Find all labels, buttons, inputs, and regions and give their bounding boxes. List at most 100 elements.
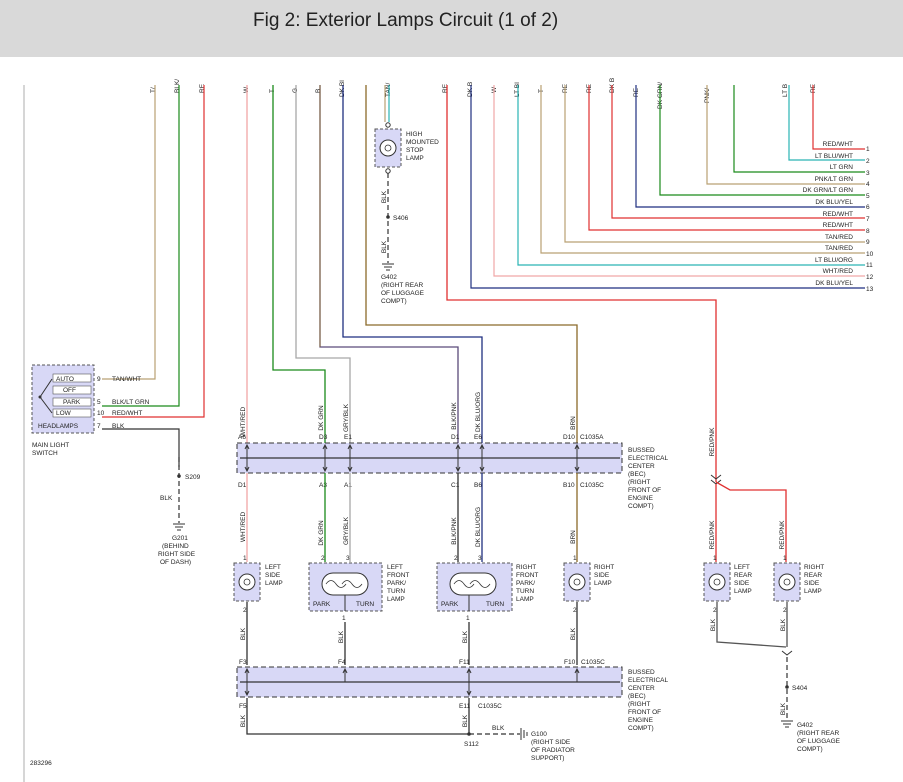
lamp-pin: 1 — [243, 555, 247, 562]
wire-label: BLK — [240, 627, 247, 640]
lamp-label: MOUNTED — [406, 139, 439, 146]
lamp-pin: 2 — [573, 607, 577, 614]
bec-pin: E1 — [344, 434, 352, 441]
lamp-pin: 2 — [783, 607, 787, 614]
ground-label: G100 — [531, 731, 547, 738]
wiring-diagram: T/ BLK/ RE W T G B DK BI TAN/ RE DK B W … — [23, 78, 874, 782]
lamp-label: PARK/ — [516, 580, 535, 587]
bec-pin: F10 — [564, 659, 576, 666]
bec-desc: ELECTRICAL — [628, 455, 668, 462]
lamp-pin: 2 — [454, 555, 458, 562]
wire-label: BLK — [338, 630, 345, 643]
wire-label: B — [315, 89, 322, 93]
filament-label: TURN — [486, 601, 504, 608]
wire-label: BRN — [570, 416, 577, 430]
connector-wire-label: LT BLU/ORG — [815, 257, 853, 264]
bec-desc: ENGINE — [628, 495, 654, 502]
ground-label: G402 — [797, 722, 813, 729]
lamp-label: RIGHT — [804, 564, 824, 571]
switch-position: OFF — [63, 387, 76, 394]
connector-pin: 1 — [866, 146, 870, 153]
connector-label: C1035C — [580, 482, 604, 489]
wire-label: RE — [199, 83, 206, 93]
right-connector-wires — [470, 85, 865, 289]
connector-wire-label: RED/WHT — [823, 211, 853, 218]
ground-desc: (RIGHT SIDE — [531, 739, 571, 746]
bec-pin: F11 — [459, 659, 470, 666]
connector-wire-label: RED/WHT — [823, 141, 853, 148]
bec-desc: ELECTRICAL — [628, 677, 668, 684]
connector-wire-label: DK BLU/YEL — [815, 199, 853, 206]
connector-pin: 2 — [866, 158, 870, 165]
connector-wire-label: PNK/LT GRN — [815, 176, 854, 183]
left-front-park-turn-lamp: 2 3 PARK TURN 1 LEFT FRONT PARK/ TURN LA… — [308, 555, 409, 622]
bec-desc: BUSSED — [628, 669, 655, 676]
connector-pin: 7 — [866, 216, 870, 223]
wire-label: WHT/RED — [240, 407, 247, 438]
lamp-pin: 1 — [573, 555, 577, 562]
lamp-label: REAR — [804, 572, 822, 579]
connector-pin: 8 — [866, 228, 870, 235]
ground-desc: COMPT) — [797, 746, 823, 753]
lamp-label: LAMP — [516, 596, 534, 603]
bec-feed-wires — [246, 85, 717, 482]
wire-label: DK GRN — [318, 405, 325, 431]
switch-pin: 9 — [97, 376, 101, 383]
title-bar: Fig 2: Exterior Lamps Circuit (1 of 2) — [0, 0, 903, 57]
bec-desc: FRONT OF — [628, 709, 661, 716]
lamp-label: PARK/ — [387, 580, 406, 587]
switch-pin: 10 — [97, 410, 105, 417]
lamp-label: TURN — [516, 588, 534, 595]
bec-pin: B10 — [563, 482, 575, 489]
lamp-feed-wires — [246, 473, 578, 562]
bec-lower: F3 F4 F11 F10 C1035C F5 E11 C1035C BUSSE… — [236, 659, 668, 762]
wire-label: DK GRN — [318, 520, 325, 546]
high-mounted-stop-lamp: HIGH MOUNTED STOP LAMP BLK S406 BLK G402… — [374, 85, 439, 305]
bec-pin: A6 — [238, 434, 246, 441]
bec-pin: C1 — [451, 482, 460, 489]
bec-desc: (RIGHT — [628, 701, 650, 708]
wire-label: RE — [442, 83, 449, 93]
bec-pin: F3 — [239, 659, 247, 666]
bec-pin: D1 — [451, 434, 460, 441]
wire-label: BLK — [492, 725, 505, 732]
connector-pin: 3 — [866, 170, 870, 177]
wire-label: GRY/BLK — [343, 516, 350, 545]
switch-wire-label: TAN/WHT — [112, 376, 141, 383]
lamp-pin: 2 — [713, 607, 717, 614]
filament-label: PARK — [441, 601, 459, 608]
connector-wire-label: WHT/RED — [823, 268, 854, 275]
figure-id: 283296 — [30, 760, 52, 767]
wire-label: BLK/ — [174, 79, 181, 93]
lamp-pin: 3 — [478, 555, 482, 562]
splice-label: S112 — [464, 741, 479, 748]
wire-label: DK BLU/ORG — [475, 392, 482, 432]
main-light-switch: AUTO OFF PARK LOW HEADLAMPS 9 TAN/WHT 5 … — [31, 85, 205, 566]
connector-label: C1035C — [581, 659, 605, 666]
lamp-label: HIGH — [406, 131, 423, 138]
connector-pin: 4 — [866, 181, 870, 188]
ground-label: G201 — [172, 535, 188, 542]
wire-label: BLK — [240, 714, 247, 727]
lamp-label: STOP — [406, 147, 424, 154]
lamp-label: LAMP — [265, 580, 283, 587]
ground-desc: OF DASH) — [160, 559, 191, 566]
ground-desc: SUPPORT) — [531, 755, 564, 762]
splice-label: S209 — [185, 474, 201, 481]
lamp-label: LAMP — [406, 155, 424, 162]
lamp-pin: 2 — [243, 607, 247, 614]
lamp-label: RIGHT — [594, 564, 614, 571]
lamp-pin: 1 — [466, 615, 470, 622]
splice-label: S404 — [792, 685, 808, 692]
ground-desc: OF RADIATOR — [531, 747, 575, 754]
connector-wire-label: DK GRN/LT GRN — [803, 187, 854, 194]
switch-caption: MAIN LIGHT — [32, 442, 69, 449]
right-connector-labels: RED/WHT 1 LT BLU/WHT 2 LT GRN 3 PNK/LT G… — [803, 141, 874, 293]
connector-wire-label: RED/WHT — [823, 222, 853, 229]
ground-label: G402 — [381, 274, 397, 281]
splice-label: S406 — [393, 215, 409, 222]
wire-label: BLK — [462, 714, 469, 727]
lamp-ground-wires — [246, 602, 578, 665]
bec-pin: E6 — [474, 434, 482, 441]
wire-label: BLK — [160, 495, 173, 502]
